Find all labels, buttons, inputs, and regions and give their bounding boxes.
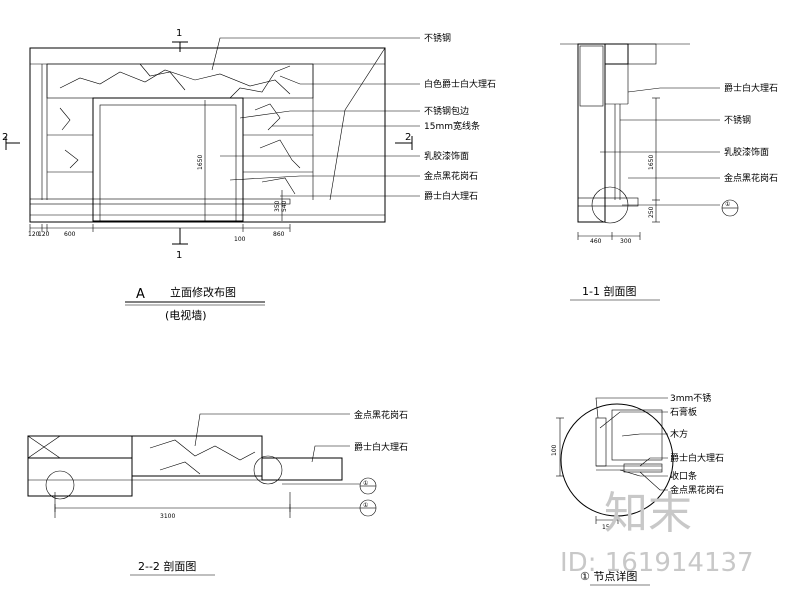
elev-a-dim: 600 bbox=[64, 231, 76, 238]
node-detail-label: 收口条 bbox=[670, 470, 697, 482]
elev-a-title-letter: A bbox=[136, 287, 145, 302]
elev-a-title: 立面修改布图 bbox=[170, 285, 236, 299]
section-2-2-label: 爵士白大理石 bbox=[354, 441, 408, 453]
section-2-2-callout: ① bbox=[363, 502, 368, 509]
elev-a-dim: 100 bbox=[234, 236, 246, 243]
elev-a-dim: 860 bbox=[273, 231, 285, 238]
elev-a-dim: 120 bbox=[38, 231, 50, 238]
elev-a-section-mark-right: 2 bbox=[405, 132, 411, 143]
section-2-2-label: 金点黑花岗石 bbox=[354, 409, 408, 421]
elev-a-label: 不锈钢包边 bbox=[424, 105, 469, 117]
node-detail-label: 3mm不锈 bbox=[670, 392, 711, 404]
elev-a-section-mark-left: 2 bbox=[2, 132, 8, 143]
elev-a-label: 乳胶漆饰面 bbox=[424, 150, 469, 162]
section-1-1-label: 金点黑花岗石 bbox=[724, 172, 778, 184]
elev-a-label: 爵士白大理石 bbox=[424, 190, 478, 202]
section-1-1-label: 乳胶漆饰面 bbox=[724, 146, 769, 158]
node-detail-label: 爵士白大理石 bbox=[670, 452, 724, 464]
section-2-2-drawing bbox=[27, 413, 377, 576]
elev-a-dim: 540 bbox=[281, 200, 288, 212]
elevation-a-drawing bbox=[5, 37, 420, 306]
section-2-2-dim: 3100 bbox=[160, 513, 175, 520]
section-2-2-title: 2--2 剖面图 bbox=[138, 559, 196, 573]
elev-a-dim: 1650 bbox=[197, 155, 204, 170]
section-1-1-label: 不锈钢 bbox=[724, 114, 751, 126]
elev-a-label: 不锈钢 bbox=[424, 32, 451, 44]
elev-a-dim: 350 bbox=[274, 200, 281, 212]
node-detail-title: ① 节点详图 bbox=[580, 569, 637, 583]
watermark-id: ID: 161914137 bbox=[560, 548, 754, 578]
node-detail-label: 木方 bbox=[670, 428, 688, 440]
section-1-1-title: 1-1 剖面图 bbox=[582, 284, 636, 298]
elev-a-label: 金点黑花岗石 bbox=[424, 170, 478, 182]
node-detail-drawing bbox=[556, 397, 674, 586]
elev-a-section-mark-bottom: 1 bbox=[176, 250, 182, 261]
elev-a-section-mark-top: 1 bbox=[176, 28, 182, 39]
section-1-1-callout: ① bbox=[725, 201, 730, 208]
elev-a-subtitle: (电视墙) bbox=[165, 308, 207, 322]
section-1-1-dim: 460 bbox=[590, 238, 602, 245]
node-detail-dim: 100 bbox=[551, 444, 558, 456]
node-detail-label: 金点黑花岗石 bbox=[670, 484, 724, 496]
section-1-1-label: 爵士白大理石 bbox=[724, 82, 778, 94]
section-1-1-dim: 250 bbox=[648, 206, 655, 218]
elev-a-label: 白色爵士白大理石 bbox=[424, 78, 496, 90]
elev-a-label: 15mm宽线条 bbox=[424, 120, 480, 132]
node-detail-label: 石膏板 bbox=[670, 406, 697, 418]
watermark-brand: 知末 bbox=[604, 488, 692, 539]
node-detail-dim: 15 bbox=[602, 524, 610, 531]
elev-a-dim: 120 bbox=[28, 231, 40, 238]
section-1-1-dim: 300 bbox=[620, 238, 632, 245]
section-2-2-callout: ① bbox=[363, 480, 368, 487]
section-1-1-drawing bbox=[560, 43, 739, 301]
section-1-1-dim: 1650 bbox=[648, 155, 655, 170]
